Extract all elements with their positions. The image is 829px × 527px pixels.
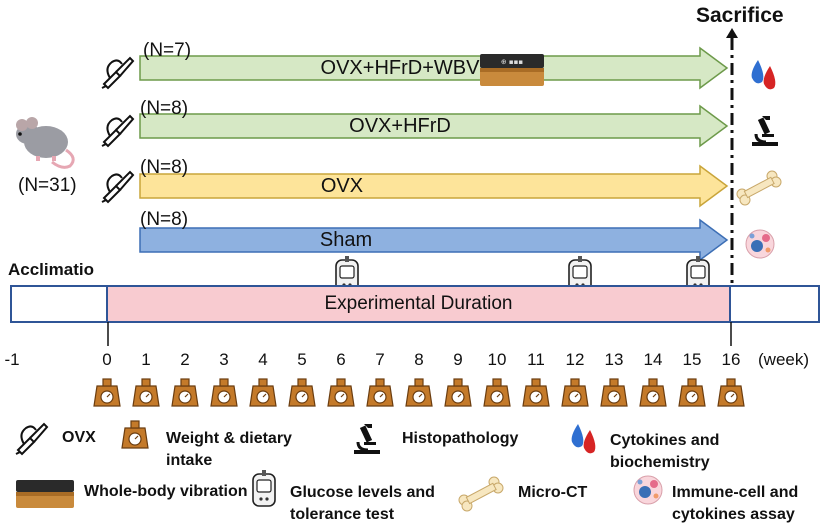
scalpel-icon: [101, 115, 134, 147]
group-1-count: (N=7): [143, 40, 192, 61]
group-arrow-4: [139, 218, 729, 262]
legend-cells-icon: [633, 475, 663, 505]
scalpel-icon: [101, 57, 134, 89]
legend-ovx-label: OVX: [62, 429, 96, 446]
experimental-duration-bar: [106, 285, 731, 323]
scale-icon: [171, 378, 199, 407]
week-label: 9: [453, 350, 463, 369]
week-label: 12: [565, 350, 585, 369]
group-arrows: [139, 46, 729, 262]
week-label: 15: [682, 350, 702, 369]
scale-icon: [561, 378, 589, 407]
microscope-icon: [750, 114, 780, 148]
legend-scale-icon: [121, 420, 149, 449]
legend-wbv-label: Whole-body vibration: [84, 483, 248, 500]
week-label: 3: [219, 350, 229, 369]
scale-icon: [93, 378, 121, 407]
week-label: 2: [180, 350, 190, 369]
week-label: 14: [643, 350, 663, 369]
scale-icon: [678, 378, 706, 407]
week-label: -1: [4, 350, 20, 369]
scale-icon: [444, 378, 472, 407]
scale-icon: [639, 378, 667, 407]
week-label: 7: [375, 350, 385, 369]
svg-text:⊕ ▪▪▪: ⊕ ▪▪▪: [501, 58, 524, 66]
legend-histopathology-label: Histopathology: [402, 430, 519, 447]
legend-cytokines-label: Cytokines and biochemistry: [610, 432, 720, 471]
scale-icon: [405, 378, 433, 407]
group-2-count: (N=8): [140, 98, 189, 119]
legend-scalpel-icon: [15, 423, 48, 455]
cells-icon: [745, 229, 775, 259]
scale-icon: [210, 378, 238, 407]
scale-icon: [249, 378, 277, 407]
week-label: 16: [721, 350, 741, 369]
legend-vibration-device-icon: [16, 480, 74, 508]
week-label: 8: [414, 350, 424, 369]
group-4-count: (N=8): [140, 209, 189, 230]
group-2-label: OVX+HFrD: [349, 115, 451, 137]
group-3-label: OVX: [320, 175, 364, 197]
scale-icon: [717, 378, 745, 407]
week-label: 4: [258, 350, 268, 369]
sacrifice-title: Sacrifice: [696, 4, 784, 27]
bone-icon: [736, 170, 782, 206]
vibration-device-icon: ⊕ ▪▪▪: [480, 54, 544, 86]
experimental-duration-label: Experimental Duration: [324, 293, 513, 314]
legend-glucometer-icon: [252, 470, 276, 507]
group-4-label: Sham: [319, 229, 373, 251]
sacrifice-dashed-line: [726, 28, 738, 286]
scale-icon: [366, 378, 394, 407]
scale-icon: [132, 378, 160, 407]
week-unit-label: (week): [758, 350, 810, 369]
legend-immune-label: Immune-cell and cytokines assay: [672, 484, 799, 523]
group-1-label: OVX+HFrD+WBV: [320, 57, 480, 79]
legend-blood-drops-icon: [571, 424, 596, 454]
legend-glucose-label: Glucose levels and tolerance test: [290, 484, 435, 523]
week-label: 6: [336, 350, 346, 369]
legend-weight-label: Weight & dietary intake: [166, 430, 292, 469]
scalpel-icon: [101, 171, 134, 203]
scale-icon: [483, 378, 511, 407]
timeline-ticks: [107, 322, 732, 346]
scale-icon: [600, 378, 628, 407]
acclimation-label: Acclimatio: [8, 260, 94, 279]
mouse-icon: [16, 117, 75, 169]
week-label: 10: [487, 350, 507, 369]
legend-microct-label: Micro-CT: [518, 484, 588, 501]
group-arrow-2: [139, 104, 729, 148]
week-label: 0: [102, 350, 112, 369]
week-label: 5: [297, 350, 307, 369]
week-label: 13: [604, 350, 624, 369]
legend-microscope-icon: [352, 422, 382, 456]
legend-bone-icon: [458, 476, 504, 512]
scale-icon: [327, 378, 355, 407]
blood-drops-icon: [751, 60, 776, 90]
group-arrow-3: [139, 164, 729, 208]
scale-icon: [522, 378, 550, 407]
week-label: 1: [141, 350, 151, 369]
group-arrow-1: [139, 46, 729, 90]
group-3-count: (N=8): [140, 157, 189, 178]
scale-icon: [288, 378, 316, 407]
week-label: 11: [527, 350, 545, 369]
